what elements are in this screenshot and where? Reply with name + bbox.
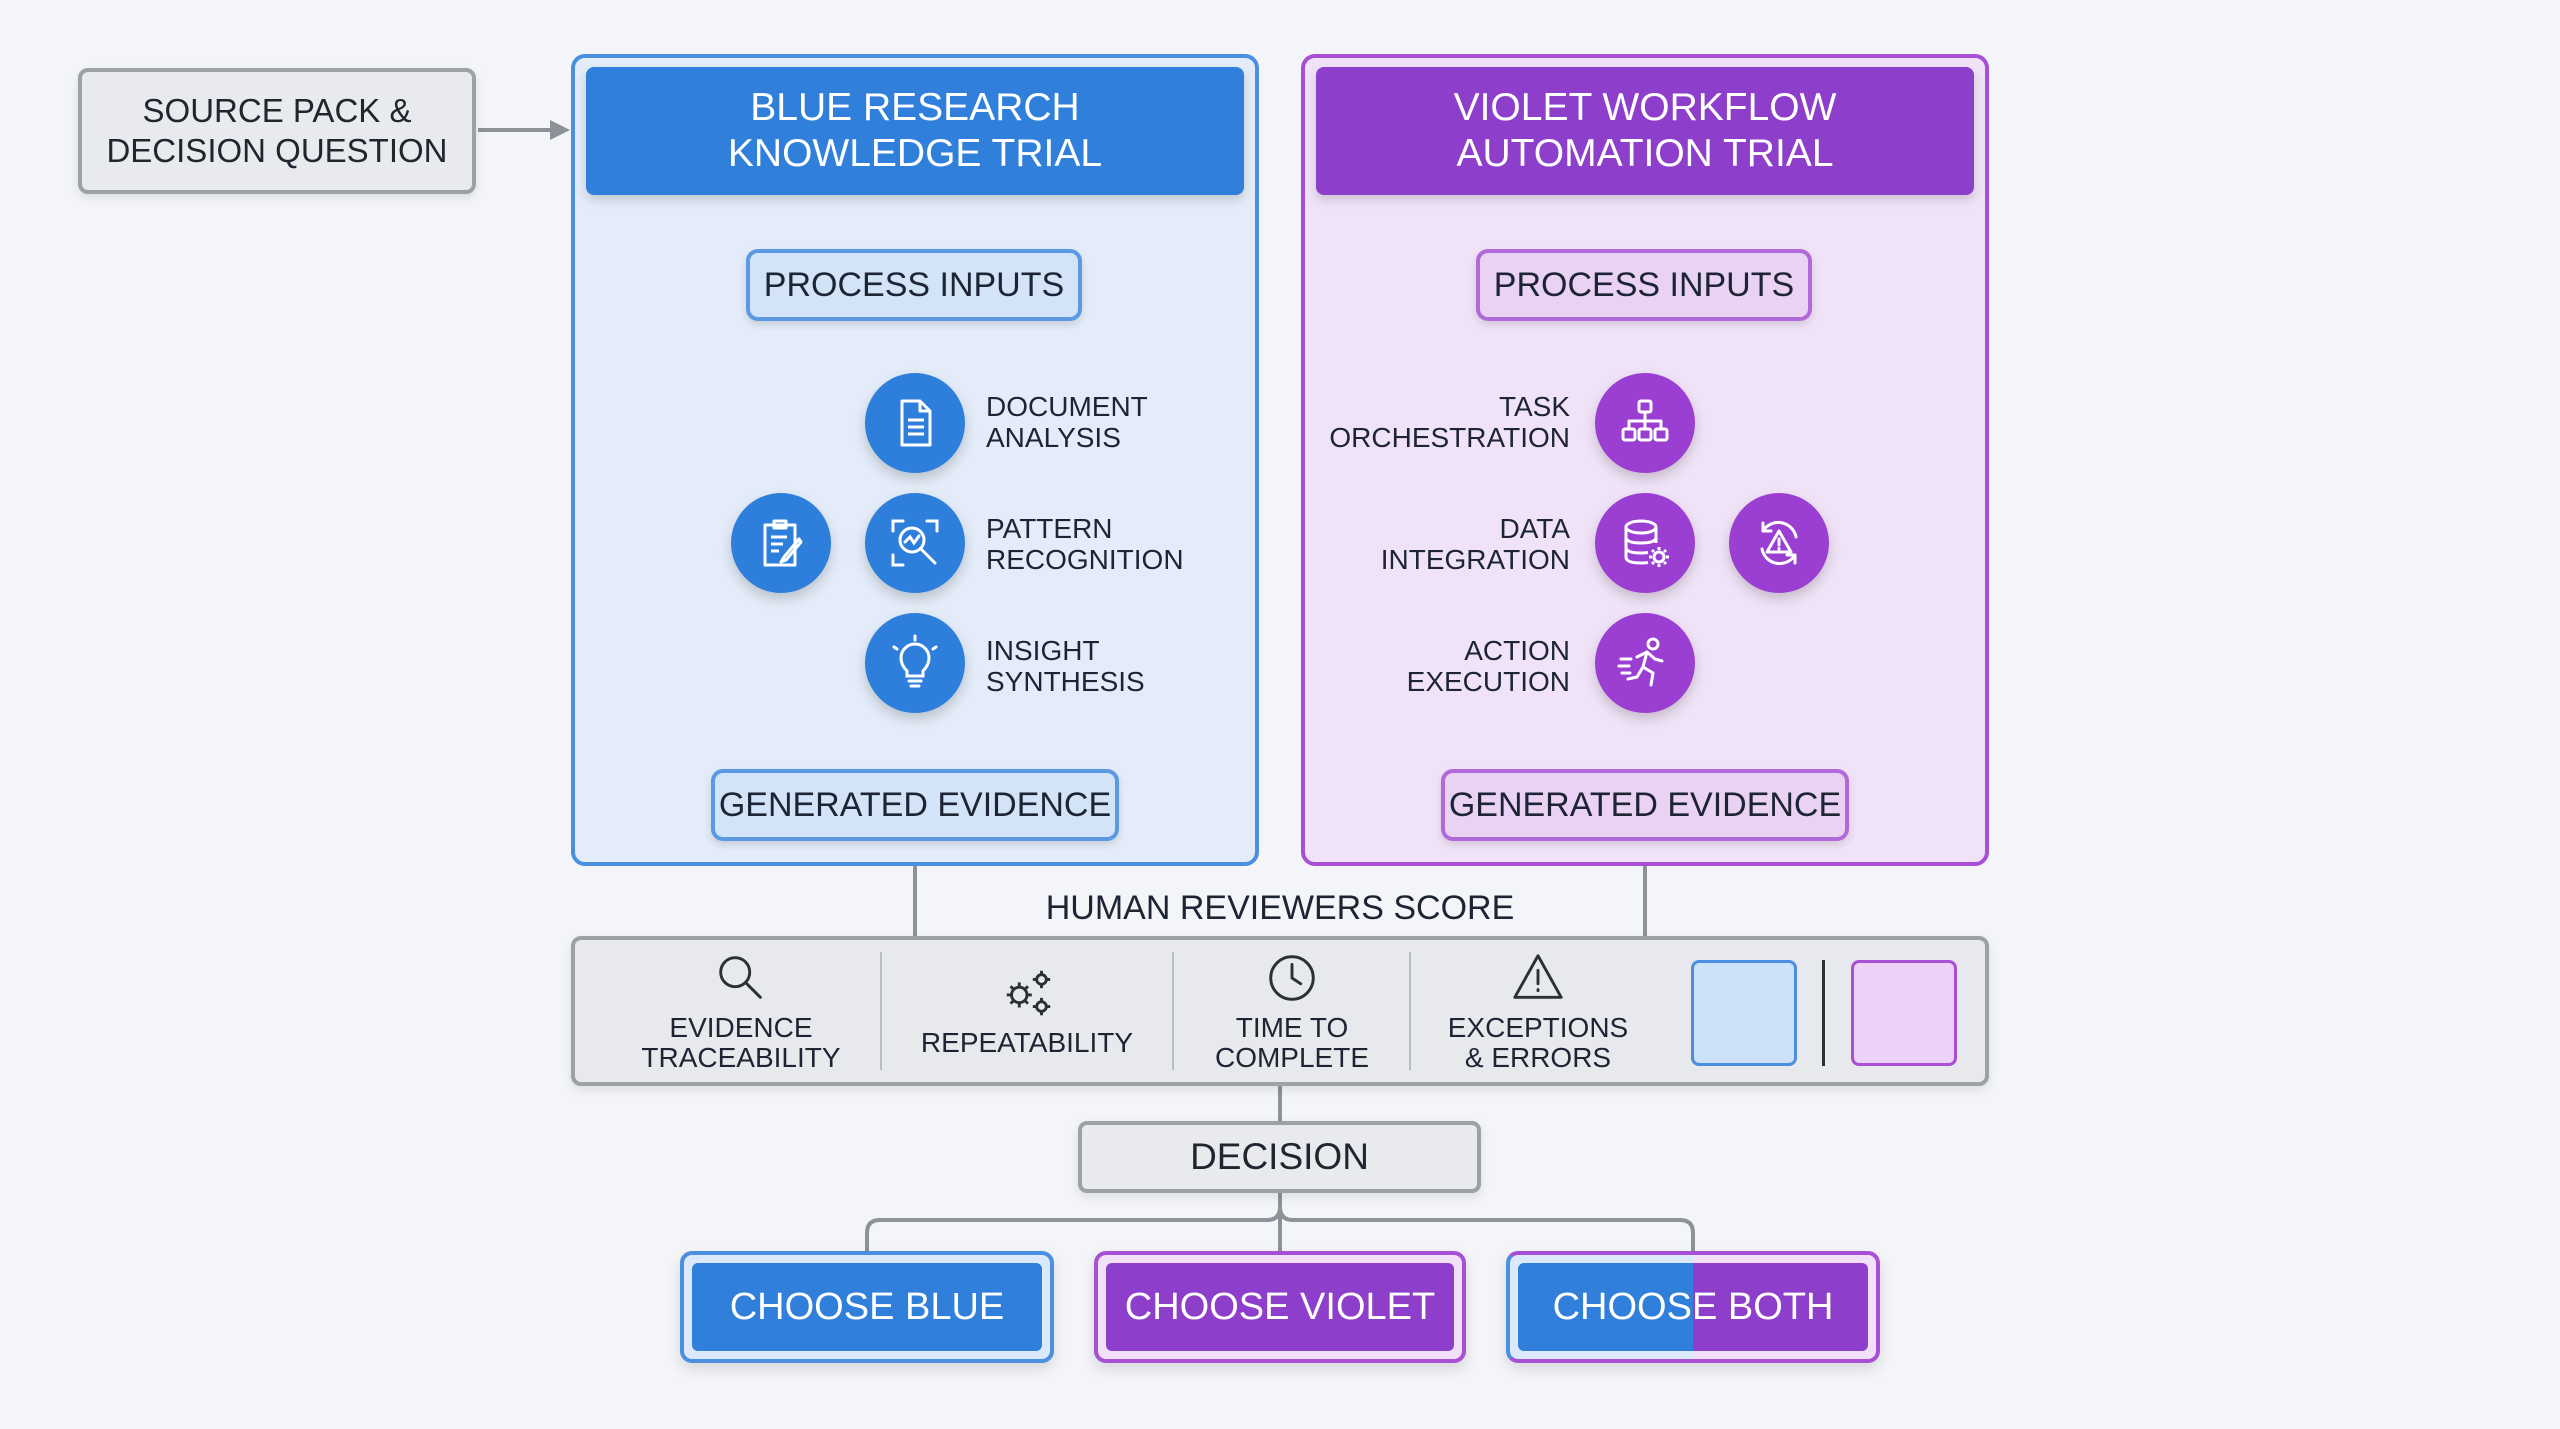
metric-label-repeatability: REPEATABILITY <box>920 1027 1134 1058</box>
hierarchy-icon <box>1621 399 1669 442</box>
violet-trial-title: VIOLET WORKFLOW AUTOMATION TRIAL <box>1453 86 1837 175</box>
violet-step-label-2: DATA INTEGRATION <box>1380 513 1570 575</box>
blue-insight-synthesis-node <box>865 613 965 713</box>
violet-generated-evidence: GENERATED EVIDENCE <box>1441 769 1849 841</box>
violet-score-swatch <box>1851 960 1957 1066</box>
choose-both-button[interactable]: CHOOSE BOTH <box>1506 1251 1880 1363</box>
lightbulb-icon <box>892 634 938 688</box>
blue-generated-evidence: GENERATED EVIDENCE <box>711 769 1119 841</box>
blue-process-inputs: PROCESS INPUTS <box>746 249 1082 321</box>
metric-time-to-complete: TIME TO COMPLETE <box>1174 945 1410 1077</box>
violet-task-orchestration-node <box>1595 373 1695 473</box>
blue-step-label-1: DOCUMENT ANALYSIS <box>986 391 1148 453</box>
metric-divider <box>1409 952 1411 1070</box>
blue-review-node <box>731 493 831 593</box>
warning-icon <box>1513 954 1563 999</box>
violet-action-execution-node <box>1595 613 1695 713</box>
running-figure-icon <box>1617 637 1664 687</box>
metric-label-evidence-traceability: EVIDENCE TRACEABILITY <box>641 1012 841 1073</box>
clipboard-edit-icon <box>763 519 803 567</box>
violet-process-inputs-label: PROCESS INPUTS <box>1493 265 1795 304</box>
violet-exception-node <box>1729 493 1829 593</box>
source-pack-label: SOURCE PACK & DECISION QUESTION <box>106 92 448 169</box>
swatch-separator <box>1822 960 1825 1066</box>
decision-label: DECISION <box>1190 1136 1369 1177</box>
gears-icon <box>1006 970 1051 1016</box>
blue-score-swatch <box>1691 960 1797 1066</box>
blue-step-label-3: INSIGHT SYNTHESIS <box>986 635 1145 697</box>
pattern-search-icon <box>891 519 939 567</box>
metric-label-exceptions-errors: EXCEPTIONS & ERRORS <box>1447 1012 1629 1073</box>
choose-blue-label: CHOOSE BLUE <box>692 1263 1042 1351</box>
metric-evidence-traceability: EVIDENCE TRACEABILITY <box>600 945 882 1077</box>
blue-trial-header: BLUE RESEARCH KNOWLEDGE TRIAL <box>586 67 1244 195</box>
violet-process-inputs: PROCESS INPUTS <box>1476 249 1812 321</box>
blue-trial-title: BLUE RESEARCH KNOWLEDGE TRIAL <box>727 86 1103 175</box>
violet-data-integration-node <box>1595 493 1695 593</box>
database-gear-icon <box>1624 519 1669 567</box>
decision-box: DECISION <box>1078 1121 1481 1193</box>
violet-step-label-1: TASK ORCHESTRATION <box>1329 391 1570 453</box>
blue-step-label-2: PATTERN RECOGNITION <box>986 513 1184 575</box>
blue-document-analysis-node <box>865 373 965 473</box>
source-pack-box: SOURCE PACK & DECISION QUESTION <box>78 68 476 194</box>
document-icon <box>900 399 932 447</box>
choose-both-label: CHOOSE BOTH <box>1518 1263 1868 1351</box>
blue-generated-evidence-label: GENERATED EVIDENCE <box>718 785 1112 824</box>
choose-violet-button[interactable]: CHOOSE VIOLET <box>1094 1251 1466 1363</box>
violet-generated-evidence-label: GENERATED EVIDENCE <box>1448 785 1842 824</box>
violet-trial-header: VIOLET WORKFLOW AUTOMATION TRIAL <box>1316 67 1974 195</box>
metric-divider <box>880 952 882 1070</box>
metric-divider <box>1172 952 1174 1070</box>
cycle-warning-icon <box>1760 521 1798 565</box>
choose-blue-button[interactable]: CHOOSE BLUE <box>680 1251 1054 1363</box>
blue-pattern-recognition-node <box>865 493 965 593</box>
magnifier-icon <box>719 956 762 999</box>
choose-violet-label: CHOOSE VIOLET <box>1106 1263 1454 1351</box>
metric-exceptions-errors: EXCEPTIONS & ERRORS <box>1411 945 1665 1077</box>
human-reviewers-title: HUMAN REVIEWERS SCORE <box>1045 889 1515 927</box>
blue-process-inputs-label: PROCESS INPUTS <box>763 265 1065 304</box>
clock-icon <box>1269 955 1315 1001</box>
metric-repeatability: REPEATABILITY <box>882 945 1172 1077</box>
violet-step-label-3: ACTION EXECUTION <box>1406 635 1570 697</box>
metric-label-time-to-complete: TIME TO COMPLETE <box>1214 1012 1370 1073</box>
